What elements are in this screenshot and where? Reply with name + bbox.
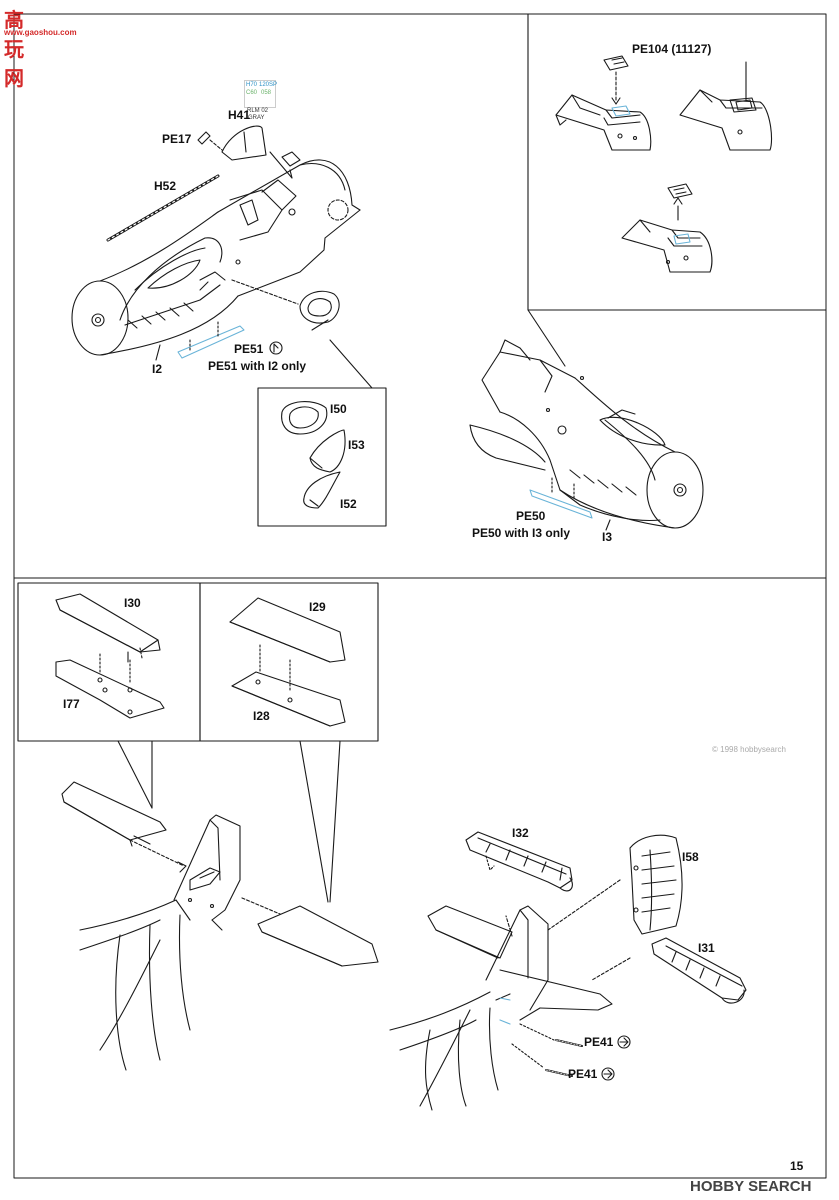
watermark-site-url: www.gaoshou.com — [4, 28, 77, 37]
label-pe41-b: PE41 — [568, 1067, 598, 1081]
label-pe104: PE104 (11127) — [632, 42, 712, 56]
paint-chip-rlm: RLM 02 — [247, 108, 269, 114]
i29-part — [229, 597, 346, 663]
pe51-flip-symbol — [269, 341, 283, 355]
pe104-view-b — [679, 61, 773, 151]
label-i58: I58 — [682, 850, 699, 864]
label-i53: I53 — [348, 438, 365, 452]
pe104-callout-line — [527, 309, 566, 367]
page-number: 15 — [790, 1159, 804, 1173]
i52-part — [303, 471, 341, 509]
i58-part — [629, 834, 683, 935]
h41-part — [221, 125, 267, 161]
i30-detail-box — [17, 582, 201, 742]
label-i30: I30 — [124, 596, 141, 610]
label-i31: I31 — [698, 941, 715, 955]
note-pe50: PE50 with I3 only — [472, 526, 571, 540]
paint-chip-h-val: 120SP — [259, 82, 278, 88]
i53-part — [309, 429, 346, 473]
intake-callout-line-a — [329, 339, 373, 389]
label-pe17: PE17 — [162, 132, 192, 146]
i30-callout-line-a — [117, 740, 153, 809]
intake-detail-box — [257, 387, 387, 527]
i30-part — [55, 593, 161, 653]
label-pe51: PE51 — [234, 342, 264, 356]
i32-part — [465, 831, 573, 889]
fuselage-nose-right — [469, 339, 704, 529]
label-i3: I3 — [602, 530, 613, 544]
label-i29: I29 — [309, 600, 326, 614]
pe104-view-a — [555, 94, 652, 151]
pe17-part — [197, 131, 211, 145]
watermark-copyright: © 1998 hobbysearch — [712, 745, 786, 754]
label-i50: I50 — [330, 402, 347, 416]
label-i32: I32 — [512, 826, 529, 840]
intake-part — [299, 290, 340, 324]
pe50-part — [529, 489, 593, 519]
note-pe51: PE51 with I2 only — [208, 359, 307, 373]
watermark-brand: HOBBY SEARCH — [690, 1178, 812, 1195]
i50-part — [281, 401, 328, 435]
paint-chip-name: GRAY — [248, 115, 265, 121]
label-pe41-a: PE41 — [584, 1035, 614, 1049]
label-i77: I77 — [63, 697, 80, 711]
paint-chip: H70 120SP C60 058 — [244, 80, 278, 108]
watermark-site-cn: 高玩网 — [4, 8, 24, 90]
stab-right-part — [257, 905, 379, 967]
tail-right — [389, 905, 613, 1111]
pe104-detail-box — [527, 13, 827, 311]
label-pe50: PE50 — [516, 509, 546, 523]
paint-chip-c-val: 058 — [261, 90, 272, 96]
label-i52: I52 — [340, 497, 357, 511]
i29-detail-box — [199, 582, 379, 742]
pe104-view-c — [621, 219, 713, 273]
label-i2: I2 — [152, 362, 163, 376]
label-h52: H52 — [154, 179, 177, 193]
pe104-part-a — [603, 55, 629, 71]
paint-chip-c-code: C60 — [246, 90, 258, 96]
label-h41: H41 — [228, 108, 251, 122]
label-i28: I28 — [253, 709, 270, 723]
pe104-part-b — [667, 183, 693, 199]
paint-chip-h-code: H70 — [246, 82, 258, 88]
fuselage-nose-left — [71, 151, 361, 356]
pe51-part — [177, 325, 245, 359]
i31-part — [651, 937, 747, 1001]
i77-part — [55, 659, 165, 719]
pe41-symbol-a — [617, 1035, 631, 1049]
tail-left — [79, 814, 241, 1071]
pe41-symbol-b — [601, 1067, 615, 1081]
i29-callout-line-a — [299, 740, 329, 903]
page-frame — [13, 13, 827, 1179]
